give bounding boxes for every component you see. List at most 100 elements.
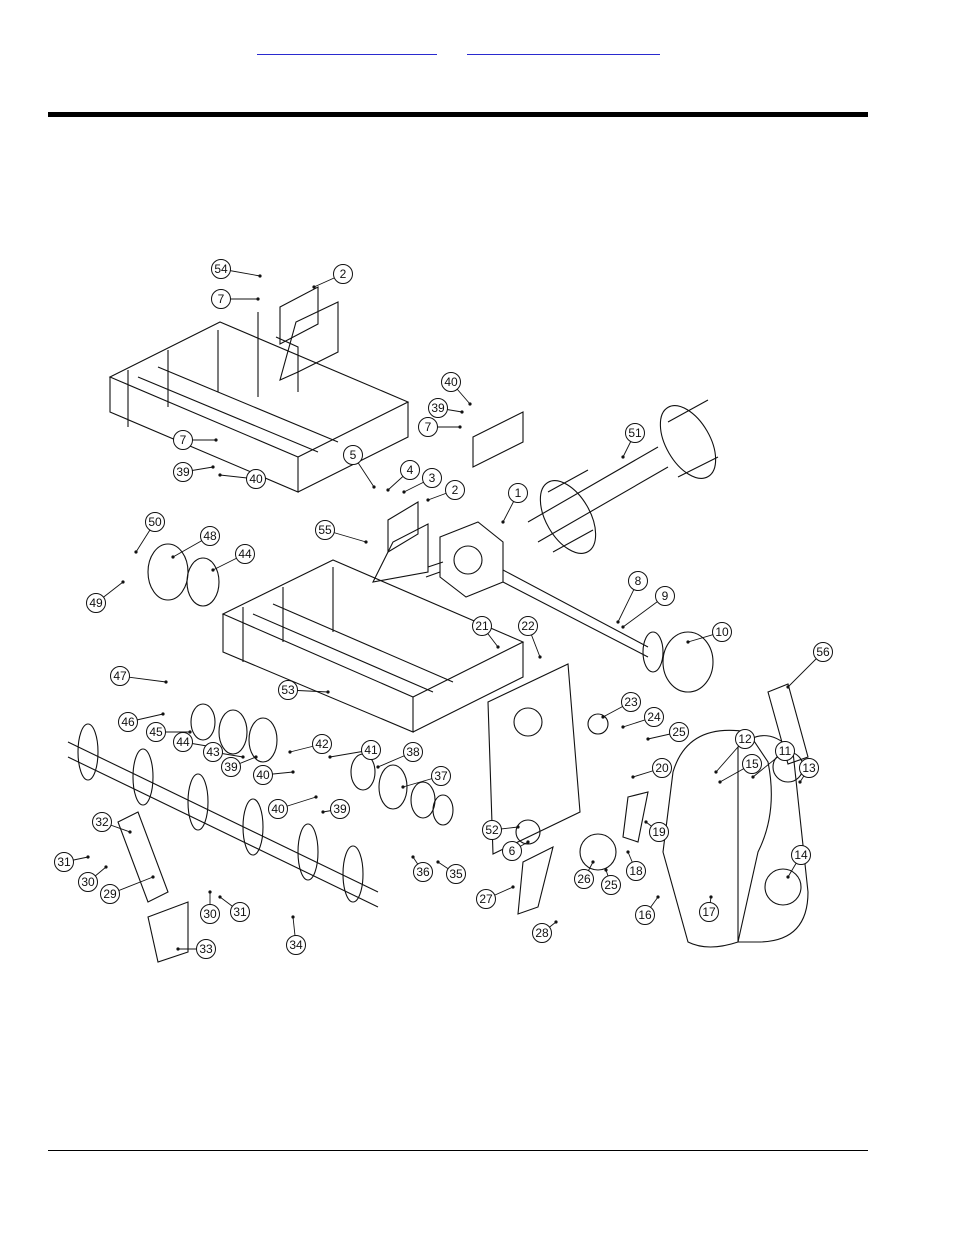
callout-39: 39 — [321, 800, 349, 819]
callout-31: 31 — [55, 853, 90, 872]
callout-arrow-tip — [621, 625, 624, 628]
callout-50: 50 — [134, 513, 164, 554]
callout-arrow-tip — [786, 875, 789, 878]
callout-number: 12 — [738, 732, 752, 746]
callout-arrow-tip — [496, 645, 499, 648]
callout-number: 55 — [318, 523, 332, 537]
callout-number: 43 — [206, 745, 220, 759]
callout-arrow-tip — [709, 895, 712, 898]
callout-arrow-tip — [644, 820, 647, 823]
callout-arrow-tip — [291, 915, 294, 918]
callout-17: 17 — [700, 895, 719, 921]
callout-27: 27 — [477, 885, 515, 908]
callout-arrow-tip — [171, 555, 174, 558]
callout-arrow-tip — [426, 498, 429, 501]
callout-number: 44 — [238, 547, 252, 561]
callout-number: 7 — [180, 433, 187, 447]
callout-number: 40 — [444, 375, 458, 389]
callout-arrow-tip — [458, 425, 461, 428]
callout-arrow-tip — [621, 455, 624, 458]
callout-7: 7 — [174, 431, 218, 450]
callout-arrow-tip — [468, 402, 471, 405]
callout-number: 19 — [652, 825, 666, 839]
callout-number: 38 — [406, 745, 420, 759]
callout-arrow-tip — [604, 868, 607, 871]
footer-rule — [48, 1150, 868, 1151]
callout-number: 34 — [289, 938, 303, 952]
callout-51: 51 — [621, 424, 644, 459]
callout-number: 22 — [521, 619, 535, 633]
callout-arrow-tip — [291, 770, 294, 773]
callout-number: 56 — [816, 645, 830, 659]
callout-arrow-tip — [621, 725, 624, 728]
callout-arrow-tip — [501, 520, 504, 523]
callout-arrow-tip — [151, 875, 154, 878]
callout-14: 14 — [786, 846, 810, 879]
callout-1: 1 — [501, 484, 527, 524]
callout-number: 1 — [515, 486, 522, 500]
callout-37: 37 — [401, 767, 450, 789]
callout-arrow-tip — [646, 737, 649, 740]
callout-number: 9 — [662, 589, 669, 603]
callout-number: 37 — [434, 769, 448, 783]
callout-arrow-tip — [241, 755, 244, 758]
callout-arrow-tip — [401, 785, 404, 788]
callout-number: 7 — [218, 292, 225, 306]
callout-number: 2 — [340, 267, 347, 281]
callout-39: 39 — [174, 463, 215, 482]
callout-55: 55 — [316, 521, 368, 544]
callout-arrow-tip — [188, 730, 191, 733]
callout-number: 42 — [315, 737, 329, 751]
callout-arrow-tip — [161, 712, 164, 715]
callout-arrow-tip — [134, 550, 137, 553]
callout-8: 8 — [616, 572, 647, 624]
callout-44: 44 — [211, 545, 254, 572]
header-rule — [48, 112, 868, 117]
callout-number: 10 — [715, 625, 729, 639]
callout-number: 31 — [233, 905, 247, 919]
callout-41: 41 — [328, 741, 380, 760]
callout-number: 40 — [256, 768, 270, 782]
callout-arrow-tip — [218, 473, 221, 476]
exploded-parts-diagram: 5472403977394054325115048445549891021225… — [48, 252, 868, 970]
callout-40: 40 — [254, 766, 295, 785]
callout-number: 26 — [577, 872, 591, 886]
callout-arrow-tip — [288, 750, 291, 753]
callout-48: 48 — [171, 527, 219, 559]
callout-arrow-tip — [798, 780, 801, 783]
callout-number: 17 — [702, 905, 716, 919]
callout-arrow-tip — [312, 285, 315, 288]
callout-arrow-tip — [364, 540, 367, 543]
callout-arrow-tip — [326, 690, 329, 693]
callout-36: 36 — [411, 855, 432, 881]
callout-21: 21 — [473, 617, 500, 649]
callout-25: 25 — [602, 868, 621, 894]
callout-40: 40 — [442, 373, 472, 406]
callout-number: 29 — [103, 887, 117, 901]
callout-number: 30 — [81, 875, 95, 889]
callout-47: 47 — [111, 667, 168, 686]
callout-number: 47 — [113, 669, 127, 683]
callout-number: 50 — [148, 515, 162, 529]
callout-arrow-tip — [616, 620, 619, 623]
header-link-2[interactable] — [467, 38, 660, 55]
callout-arrow-tip — [591, 860, 594, 863]
callout-33: 33 — [176, 940, 215, 959]
callout-28: 28 — [533, 920, 558, 942]
callout-53: 53 — [279, 681, 330, 700]
callout-40: 40 — [269, 795, 318, 818]
callout-number: 16 — [638, 908, 652, 922]
callout-7: 7 — [212, 290, 260, 309]
callout-arrow-tip — [626, 850, 629, 853]
header-link-1[interactable] — [257, 38, 437, 55]
callout-number: 39 — [224, 760, 238, 774]
callout-arrow-tip — [436, 860, 439, 863]
callout-number: 23 — [624, 695, 638, 709]
callout-arrow-tip — [714, 770, 717, 773]
callout-number: 52 — [485, 823, 499, 837]
callout-arrow-tip — [386, 488, 389, 491]
callout-arrow-tip — [214, 438, 217, 441]
callout-number: 40 — [271, 802, 285, 816]
callout-arrow-tip — [164, 680, 167, 683]
callout-number: 35 — [449, 867, 463, 881]
